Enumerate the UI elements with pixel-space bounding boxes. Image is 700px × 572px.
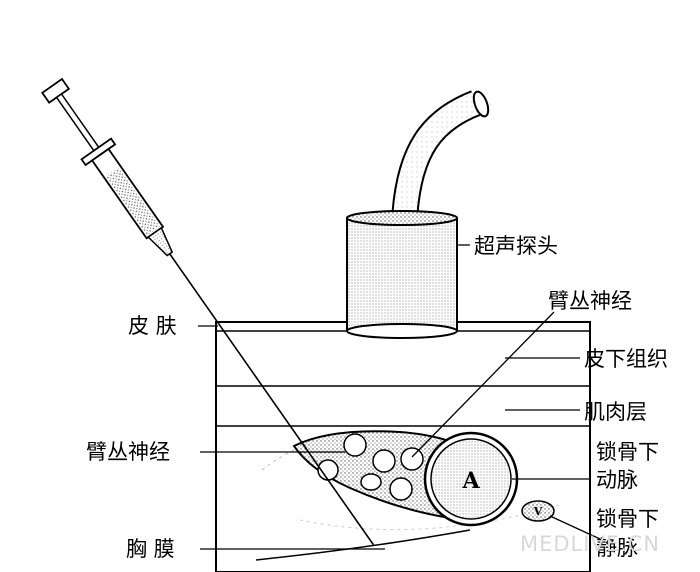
label-artery-line2: 动脉 (596, 468, 638, 492)
label-vein-line2: 静脉 (596, 536, 638, 560)
label-pleura: 胸 膜 (126, 537, 175, 561)
plunger-rod (55, 92, 100, 152)
faint-contour (261, 437, 346, 471)
label-nerve-left: 臂丛神经 (86, 440, 170, 464)
probe-face (346, 323, 458, 339)
nerve-bundle (360, 473, 382, 491)
subclavian-vein (521, 500, 555, 522)
subclavian-artery (430, 438, 512, 520)
leader-nerve-right (411, 311, 555, 458)
nerve-bundle (389, 477, 413, 501)
label-artery-line1: 锁骨下 (596, 440, 659, 464)
needle-hub (147, 226, 174, 257)
leader-lines (198, 244, 601, 550)
nerve-bundle (400, 447, 424, 471)
vein-mark: V (533, 505, 543, 518)
pleura-line (255, 529, 471, 561)
ultrasound-probe (346, 90, 490, 339)
label-subcutaneous: 皮下组织 (584, 347, 668, 371)
syringe-fluid (105, 167, 161, 236)
syringe (41, 77, 374, 546)
probe-top (346, 210, 458, 226)
probe-body (346, 217, 458, 331)
nerve-sheath-group: A V (292, 430, 555, 527)
leader-vein (549, 515, 601, 540)
cable-end (472, 90, 490, 118)
label-muscle: 肌肉层 (584, 400, 647, 424)
label-vein-line1: 锁骨下 (596, 507, 659, 531)
probe-cable (393, 92, 481, 215)
label-nerve-right: 臂丛神经 (548, 289, 632, 313)
artery-mark: A (461, 468, 480, 494)
label-skin: 皮 肤 (128, 314, 177, 338)
nerve-bundle (343, 433, 367, 457)
nerve-bundle (372, 449, 396, 473)
watermark: MEDLIVE.CN (520, 532, 660, 556)
label-probe: 超声探头 (474, 234, 558, 258)
